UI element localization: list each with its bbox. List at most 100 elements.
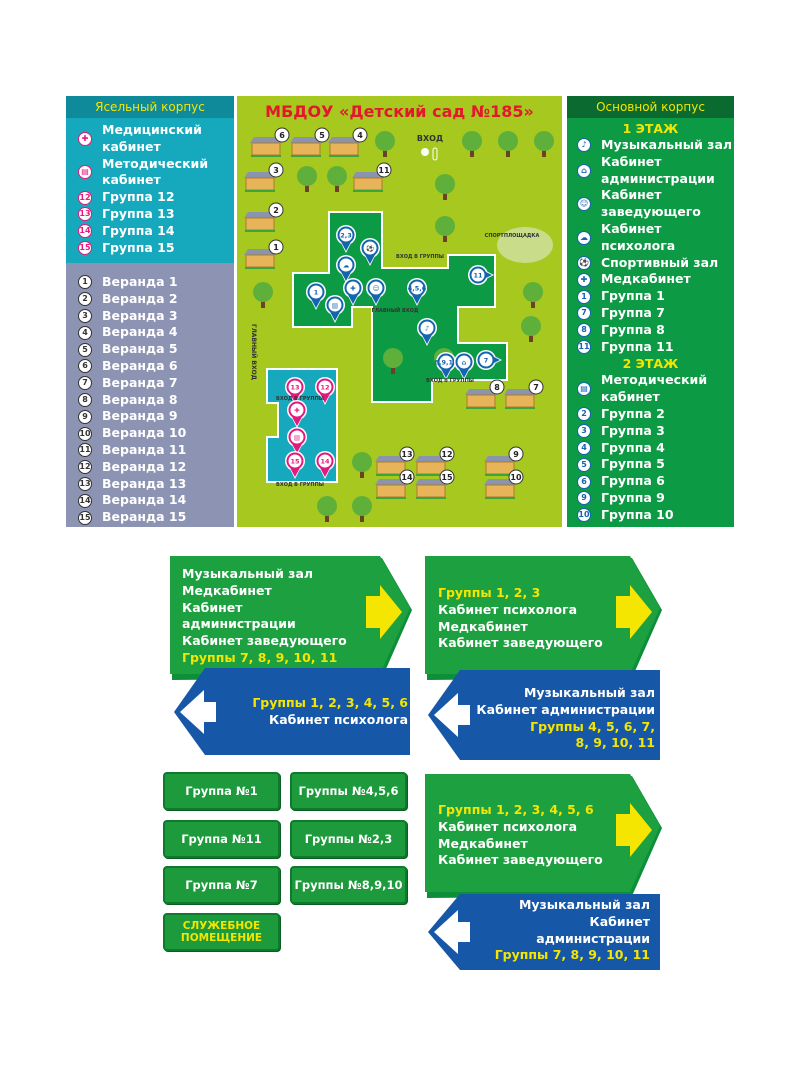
gazebo-number: 12 [441,450,452,459]
pink-map-pin: 15 [285,451,305,479]
legend-item: ✚Медкабинет [577,271,734,288]
pin-label: ▤ [332,302,338,310]
tree-icon [327,166,347,192]
veranda-icon: 3 [78,308,92,323]
legend-label: Музыкальный зал [601,137,733,152]
legend-label: Группа 9 [601,489,665,505]
arrow-left-icon [434,910,470,954]
legend-item: 7 Веранда 7 [78,375,234,392]
door-sign: Группа №1 [163,772,280,810]
pin-label: 8,9,10 [434,359,458,367]
gazebo-number: 1 [273,243,279,252]
legend-label: Веранда 9 [102,408,178,424]
group-9-icon: 9 [577,491,591,506]
gazebo-icon: 13 [375,446,415,476]
legend-label: Методический кабинет [601,372,708,405]
tree-icon [521,316,541,342]
legend-label: Группа 5 [601,456,665,472]
blue-sign-board [428,894,660,970]
gazebo-number: 8 [494,383,500,392]
legend-label: Группа 15 [102,239,175,255]
sign-line: Группы 7, 8, 9, 10, 11 [182,649,338,665]
tree-icon [534,131,554,157]
nursery-room-list: ✚Медицинский кабинет▤Методический кабине… [66,118,234,263]
gazebo-icon: 14 [375,469,415,499]
sign-line: Группы 1, 2, 3, 4, 5, 6 [438,802,594,817]
blue-sign-board [428,670,660,760]
group-11-icon: 11 [577,339,591,354]
pin-label: 15 [290,458,300,466]
sign-line: Музыкальный зал Медкабинет Кабинет админ… [182,566,347,649]
group-4-icon: 4 [577,440,591,455]
gazebo-icon: 15 [415,469,455,499]
door-sign: Группа №7 [163,866,280,904]
blue-sign-board [174,668,410,755]
legend-label: Группа 10 [601,506,674,522]
pin-label: ✚ [350,285,356,293]
group-6-icon: 6 [577,474,591,489]
main-building-legend: Основной корпус 1 ЭТАЖ ♪Музыкальный зал⌂… [567,96,734,527]
blue-map-pin: ▤ [325,295,345,323]
legend-item: ▤Методический кабинет [78,156,234,190]
gazebo-icon: 1 [244,239,284,269]
pin-label: 4,5,6 [408,285,427,293]
pin-label: 11 [473,272,483,280]
veranda-icon: 12 [78,460,92,475]
legend-label: Веранда 8 [102,391,178,407]
gazebo-number: 5 [319,131,325,140]
pin-label: ⚽ [365,245,374,253]
map-label-sport: СПОРТПЛОЩАДКА [485,233,540,239]
green-sign-text: Музыкальный зал Медкабинет Кабинет админ… [182,566,347,667]
legend-label: Веранда 12 [102,458,187,474]
direction-signs-graphics [170,556,662,970]
blue-map-pin: 11 [468,265,494,285]
pin-label: 2,3 [340,232,352,240]
tree-icon [352,496,372,522]
gazebo-icon: 9 [484,446,524,476]
legend-label: Веранда 11 [102,441,187,457]
group-1-icon: 1 [577,289,591,304]
group-3-icon: 3 [577,424,591,439]
group-12-icon: 12 [78,190,92,205]
pink-map-pin: 12 [315,377,335,405]
legend-item: 12 Веранда 12 [78,459,234,476]
map-label-main-entrance: ГЛАВНЫЙ ВХОД [250,324,258,380]
group-14-icon: 14 [78,224,92,239]
gazebo-number: 11 [378,166,390,175]
veranda-icon: 11 [78,443,92,458]
sign-line: Кабинет психолога Медкабинет Кабинет зав… [438,601,603,651]
legend-label: Веранда 3 [102,307,178,323]
floor-2-heading: 2 ЭТАЖ [622,356,679,372]
gazebo-icon: 11 [352,162,392,192]
veranda-icon: 14 [78,493,92,508]
map-label-group_entrance: ВХОД В ГРУППЫ [276,396,324,402]
blue-map-pin: ⌂ [454,352,474,380]
door-sign: Группы №8,9,10 [290,866,407,904]
tree-icon [435,216,455,242]
legend-label: Методический кабинет [102,155,209,188]
gazebo-number: 9 [513,450,519,459]
gazebo-icon: 5 [290,127,330,157]
legend-label: Кабинет администрации [601,153,715,186]
legend-item: ☺Кабинет заведующего [577,187,734,221]
blue-map-pin: 2,3 [336,225,356,253]
gazebo-number: 4 [357,131,363,140]
pin-label: 13 [290,384,299,392]
legend-label: Веранда 7 [102,374,178,390]
legend-label: Медкабинет [601,271,691,287]
gazebo-icon: 8 [465,379,505,409]
veranda-icon: 7 [78,376,92,391]
arrow-left-icon [180,690,216,734]
sign-line: Группы 1, 2, 3, 4, 5, 6 [252,695,408,710]
pink-map-pin: ✚ [287,400,307,428]
group-13-icon: 13 [78,207,92,222]
